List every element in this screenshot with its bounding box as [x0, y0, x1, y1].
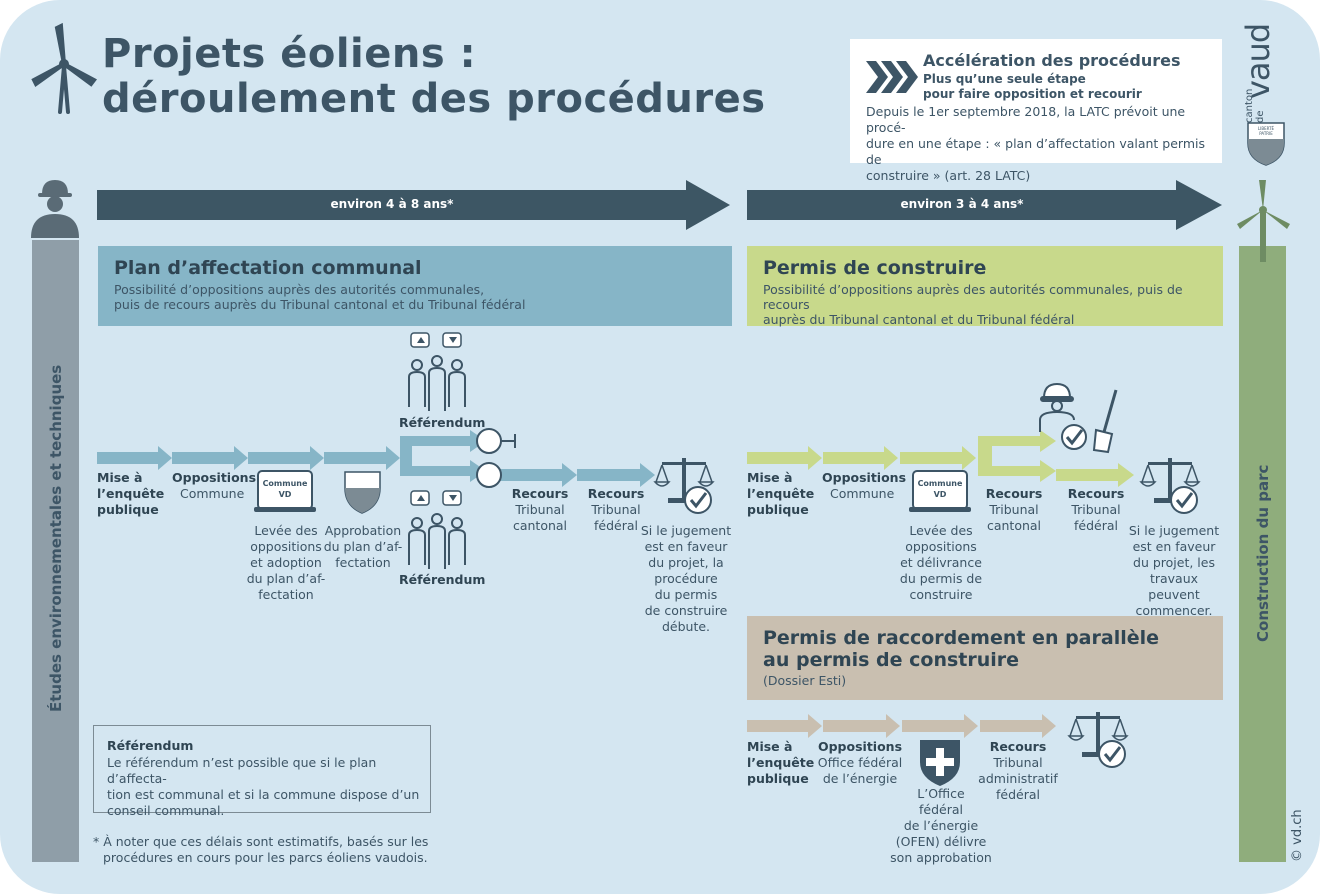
copyright: © vd.ch — [1290, 809, 1305, 862]
canton-vaud-logo: vaud canton de LIBERTÉ PATRIE — [1239, 24, 1288, 166]
referendum-label-bottom: Référendum — [399, 572, 486, 587]
timeline-arrow-right: environ 3 à 4 ans* — [747, 190, 1177, 220]
permis-raccordement-desc: (Dossier Esti) — [763, 673, 847, 688]
acceleration-body: Depuis le 1er septembre 2018, la LATC pr… — [866, 104, 1206, 183]
svg-text:PATRIE: PATRIE — [1259, 131, 1273, 136]
plan-affectation-box: Plan d’affectation communal Possibilité … — [98, 246, 732, 326]
construction-sidebar — [1239, 246, 1286, 862]
footnote: * À noter que ces délais sont estimatifs… — [93, 834, 429, 865]
studies-sidebar — [32, 240, 79, 862]
acceleration-box: Accélération des procédures Plus qu’une … — [850, 39, 1222, 183]
referendum-note: Référendum Le référendum n’est possible … — [93, 725, 431, 818]
referendum-label-top: Référendum — [399, 415, 486, 430]
plan-affectation-title: Plan d’affectation communal — [114, 257, 422, 279]
permis-construire-desc: Possibilité d’oppositions auprès des aut… — [763, 282, 1183, 327]
acceleration-heading: Accélération des procédures — [923, 51, 1181, 70]
timeline-arrow-left: environ 4 à 8 ans* — [97, 190, 687, 220]
plan-affectation-desc: Possibilité d’oppositions auprès des aut… — [114, 282, 526, 312]
chevrons-icon — [866, 61, 918, 93]
vaud-shield-icon: LIBERTÉ PATRIE — [1247, 122, 1285, 166]
page-title: Projets éoliens : déroulement des procéd… — [102, 31, 766, 122]
permis-construire-title: Permis de construire — [763, 257, 987, 279]
svg-text:LIBERTÉ: LIBERTÉ — [1258, 126, 1275, 131]
permis-construire-box: Permis de construire Possibilité d’oppos… — [747, 246, 1223, 327]
